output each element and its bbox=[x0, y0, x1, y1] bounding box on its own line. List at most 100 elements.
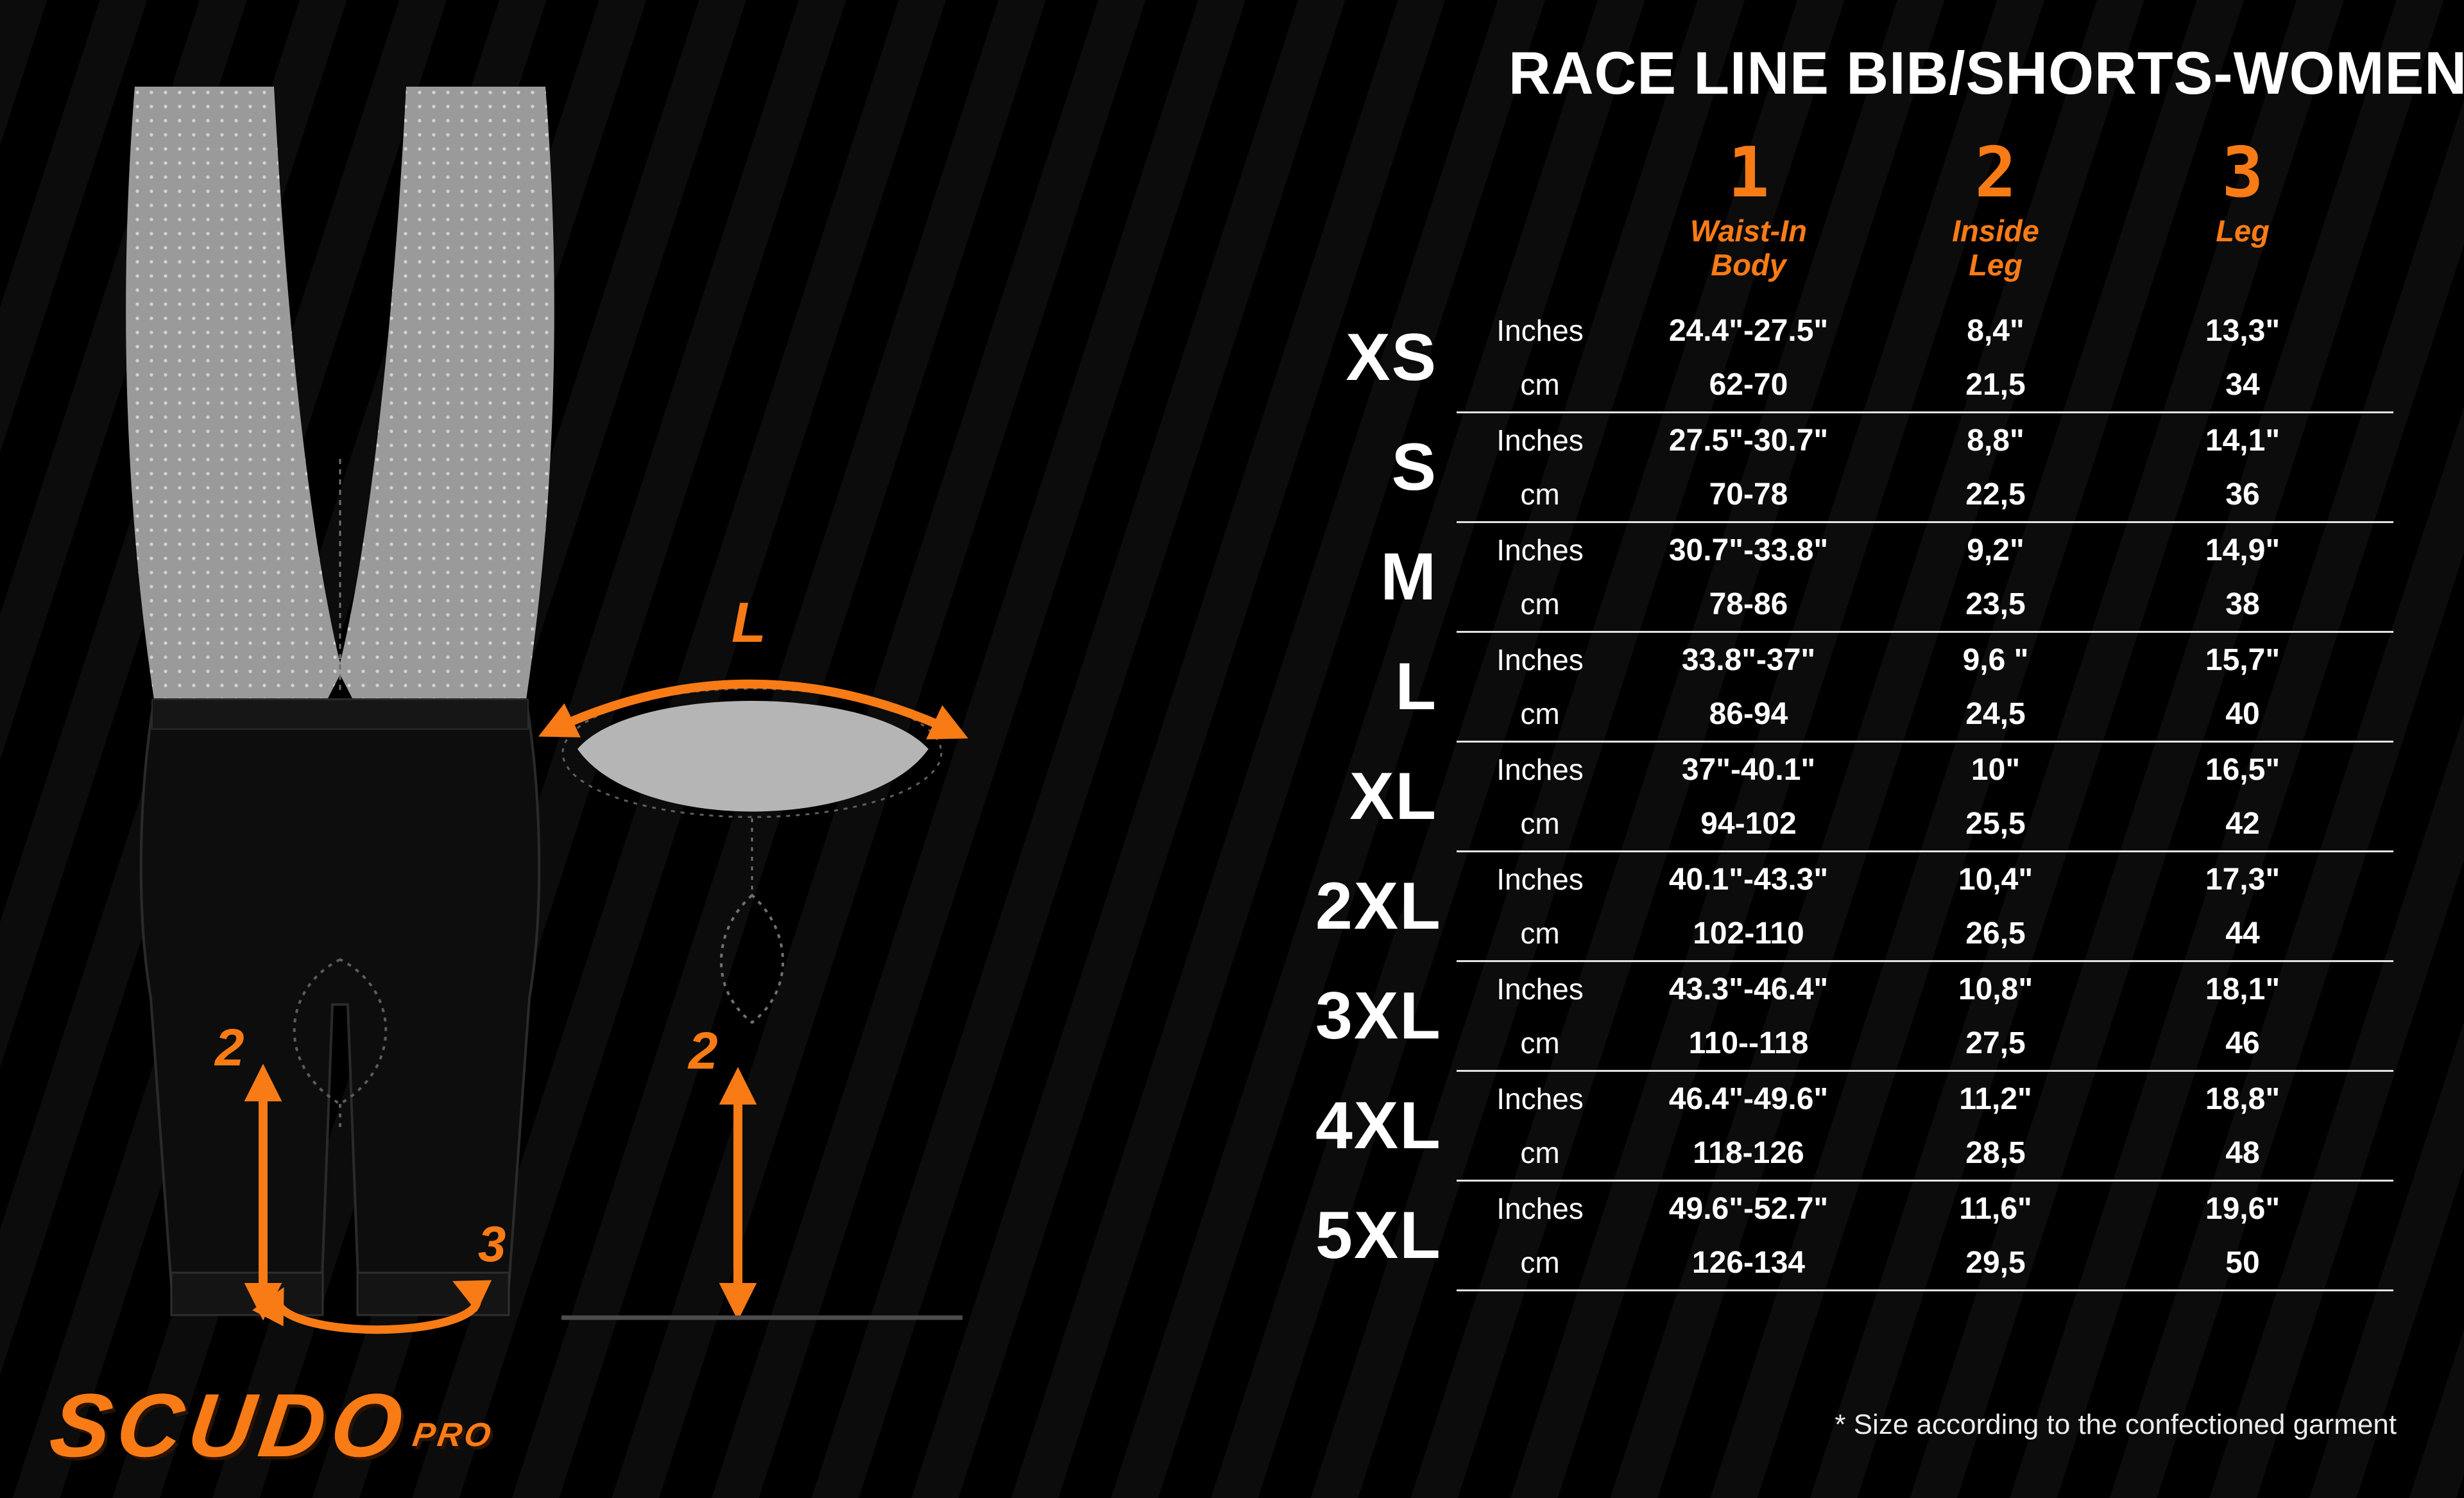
waist-cm-value: 102-110 bbox=[1693, 916, 1804, 951]
waist-inches-value: 24.4"-27.5" bbox=[1668, 313, 1829, 348]
unit-inches-label: Inches bbox=[1496, 533, 1584, 567]
right-leg-cuff bbox=[356, 1271, 510, 1316]
bib-inside-leg-number: 2 bbox=[214, 1019, 244, 1077]
insideleg-cm-value: 25,5 bbox=[1965, 806, 2026, 841]
size-label: 3XL bbox=[1315, 979, 1442, 1054]
insideleg-cm-value: 29,5 bbox=[1965, 1245, 2026, 1280]
row-divider bbox=[1457, 1289, 2393, 1292]
leg-circumference-arrow bbox=[252, 1280, 492, 1334]
chamois-section-outline bbox=[719, 893, 785, 1024]
waist-cm-value: 78-86 bbox=[1709, 587, 1788, 621]
table-body: XS Inches 24.4"-27.5" 8,4" 13,3" cm 62-7… bbox=[1315, 304, 2393, 1292]
brand-name: SCUDO bbox=[44, 1375, 415, 1476]
insideleg-cm-value: 22,5 bbox=[1965, 477, 2026, 512]
bib-measure-arrows bbox=[244, 1063, 492, 1334]
waist-shape bbox=[578, 701, 928, 812]
insideleg-inches-value: 10,4" bbox=[1958, 862, 2033, 897]
unit-cm-label: cm bbox=[1520, 1136, 1560, 1170]
leg-inches-value: 17,3" bbox=[2205, 862, 2280, 897]
leg-cm-value: 36 bbox=[2225, 477, 2260, 512]
leg-cm-value: 34 bbox=[2225, 367, 2260, 402]
insideleg-inches-value: 9,6 " bbox=[1962, 642, 2029, 677]
insideleg-inches-value: 10" bbox=[1971, 752, 2021, 787]
unit-inches-label: Inches bbox=[1496, 1192, 1584, 1226]
leg-inches-value: 14,9" bbox=[2205, 533, 2280, 567]
size-label: 4XL bbox=[1315, 1089, 1442, 1164]
waist-dashed-outline bbox=[561, 687, 943, 818]
unit-cm-label: cm bbox=[1520, 917, 1560, 951]
column-label-waist-line2: Body bbox=[1711, 247, 1786, 282]
leg-cm-value: 46 bbox=[2225, 1026, 2260, 1060]
waist-cm-value: 126-134 bbox=[1691, 1245, 1806, 1280]
left-leg-cuff bbox=[170, 1271, 324, 1316]
row-divider bbox=[1457, 1070, 2393, 1072]
size-label: S bbox=[1391, 430, 1437, 505]
leg-cm-value: 50 bbox=[2225, 1245, 2260, 1280]
unit-cm-label: cm bbox=[1520, 478, 1560, 512]
row-divider bbox=[1457, 631, 2393, 633]
page-title: RACE LINE BIB/SHORTS-WOMEN bbox=[1508, 39, 2464, 107]
insideleg-inches-value: 9,2" bbox=[1967, 533, 2024, 567]
size-row-xl: XL Inches 37"-40.1" 10" 16,5" cm 94-102 … bbox=[1315, 743, 2393, 850]
column-number-1: 1 bbox=[1727, 133, 1770, 213]
column-label-leg-line1: Leg bbox=[2216, 214, 2270, 248]
column-header-inside-leg: 2 Inside Leg bbox=[1874, 139, 2118, 282]
insideleg-cm-value: 27,5 bbox=[1965, 1026, 2026, 1060]
unit-inches-label: Inches bbox=[1496, 753, 1584, 787]
unit-cm-label: cm bbox=[1520, 587, 1560, 621]
row-divider bbox=[1457, 411, 2393, 414]
size-label: 2XL bbox=[1315, 869, 1442, 944]
waist-inches-value: 40.1"-43.3" bbox=[1668, 862, 1829, 897]
leg-cm-value: 42 bbox=[2225, 806, 2260, 841]
leg-inches-value: 13,3" bbox=[2205, 313, 2280, 348]
waist-inside-leg-number: 2 bbox=[687, 1022, 718, 1080]
unit-inches-label: Inches bbox=[1496, 643, 1584, 677]
unit-cm-label: cm bbox=[1520, 1026, 1560, 1060]
size-row-s: S Inches 27.5"-30.7" 8,8" 14,1" cm 70-78… bbox=[1315, 413, 2393, 521]
leg-cm-value: 48 bbox=[2225, 1135, 2260, 1170]
size-label: XS bbox=[1346, 320, 1437, 395]
size-label: M bbox=[1380, 540, 1437, 615]
unit-inches-label: Inches bbox=[1496, 972, 1584, 1006]
row-divider bbox=[1457, 960, 2393, 963]
waist-inches-value: 49.6"-52.7" bbox=[1668, 1191, 1829, 1226]
size-row-5xl: 5XL Inches 49.6"-52.7" 11,6" 19,6" cm 12… bbox=[1315, 1182, 2393, 1289]
insideleg-inches-value: 8,4" bbox=[1967, 313, 2024, 348]
insideleg-inches-value: 10,8" bbox=[1958, 972, 2033, 1006]
row-divider bbox=[1457, 521, 2393, 524]
size-label: XL bbox=[1349, 759, 1437, 834]
unit-inches-label: Inches bbox=[1496, 424, 1584, 458]
leg-inches-value: 15,7" bbox=[2205, 642, 2280, 677]
footnote: * Size according to the confectioned gar… bbox=[1835, 1409, 2397, 1440]
insideleg-inches-value: 11,2" bbox=[1959, 1081, 2032, 1116]
waist-inches-value: 46.4"-49.6" bbox=[1668, 1081, 1829, 1116]
waist-cm-value: 62-70 bbox=[1709, 367, 1788, 402]
leg-cm-value: 44 bbox=[2225, 916, 2260, 951]
waist-cm-value: 70-78 bbox=[1709, 477, 1788, 512]
row-divider bbox=[1457, 1180, 2393, 1182]
waist-length-label: L bbox=[732, 590, 766, 654]
unit-cm-label: cm bbox=[1520, 807, 1560, 841]
waist-inches-value: 37"-40.1" bbox=[1681, 752, 1816, 787]
unit-inches-label: Inches bbox=[1496, 863, 1584, 897]
table-header: 1 Waist-In Body 2 Inside Leg 3 Leg bbox=[1315, 139, 2393, 282]
waist-cm-value: 94-102 bbox=[1700, 806, 1797, 841]
row-divider bbox=[1457, 850, 2393, 853]
bib-straps bbox=[126, 87, 554, 700]
unit-inches-label: Inches bbox=[1496, 1082, 1584, 1116]
column-label-insideleg-line1: Inside bbox=[1952, 214, 2039, 248]
size-table-panel: RACE LINE BIB/SHORTS-WOMEN 1 Waist-In Bo… bbox=[1315, 39, 2464, 1292]
bib-leg-number: 3 bbox=[478, 1216, 506, 1272]
unit-cm-label: cm bbox=[1520, 1246, 1560, 1280]
insideleg-cm-value: 26,5 bbox=[1965, 916, 2026, 951]
size-row-xs: XS Inches 24.4"-27.5" 8,4" 13,3" cm 62-7… bbox=[1315, 304, 2393, 411]
size-row-3xl: 3XL Inches 43.3"-46.4" 10,8" 18,1" cm 11… bbox=[1315, 962, 2393, 1070]
insideleg-cm-value: 28,5 bbox=[1965, 1135, 2026, 1170]
unit-cm-label: cm bbox=[1520, 697, 1560, 731]
leg-inches-value: 18,8" bbox=[2205, 1081, 2280, 1116]
waist-diagram bbox=[538, 679, 968, 1321]
insideleg-cm-value: 24,5 bbox=[1965, 696, 2026, 731]
column-header-leg: 3 Leg bbox=[2118, 139, 2368, 282]
leg-inches-value: 14,1" bbox=[2205, 423, 2280, 458]
